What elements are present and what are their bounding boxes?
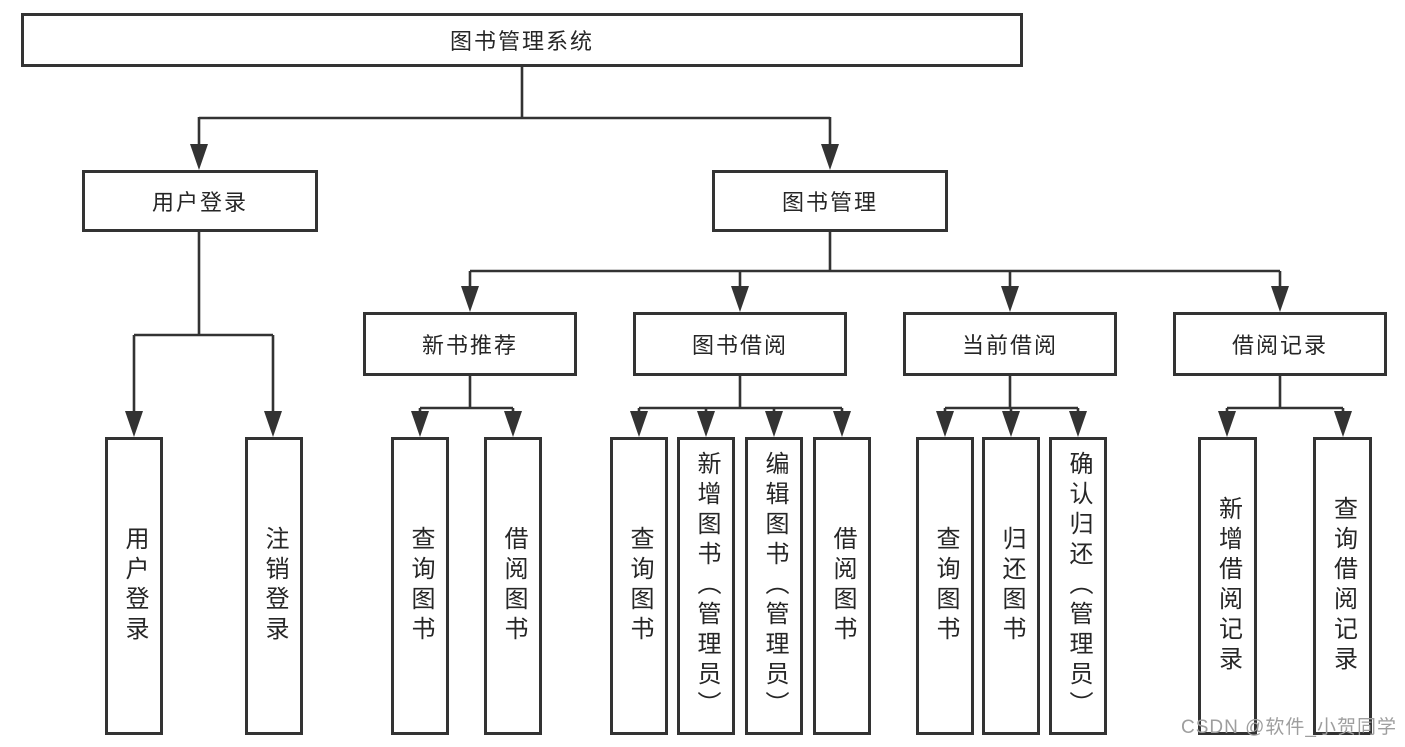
leaf-label: 确认归还（管理员） (1065, 451, 1092, 721)
leaf-borrow-books: 借阅图书 (813, 437, 871, 735)
leaf-label: 新增图书（管理员） (693, 451, 720, 721)
arrowheads (125, 144, 1352, 437)
node-book-management: 图书管理 (712, 170, 948, 232)
node-current-borrowing: 当前借阅 (903, 312, 1117, 376)
leaf-label: 借阅图书 (829, 526, 856, 646)
node-label: 图书管理系统 (449, 29, 594, 54)
leaf-label: 查询图书 (932, 526, 959, 646)
node-borrowing-records: 借阅记录 (1173, 312, 1387, 376)
leaf-confirm-return-admin: 确认归还（管理员） (1049, 437, 1107, 735)
leaf-query-books-current: 查询图书 (916, 437, 974, 735)
node-book-borrowing: 图书借阅 (633, 312, 847, 376)
leaf-label: 查询图书 (407, 526, 434, 646)
leaf-label: 归还图书 (998, 526, 1025, 646)
leaf-add-books-admin: 新增图书（管理员） (677, 437, 735, 735)
leaf-edit-books-admin: 编辑图书（管理员） (745, 437, 803, 735)
leaf-label: 查询图书 (626, 526, 653, 646)
leaf-query-books-borrow: 查询图书 (610, 437, 668, 735)
leaf-add-borrow-record: 新增借阅记录 (1198, 437, 1257, 735)
node-label: 新书推荐 (421, 333, 518, 358)
node-new-book-recommendation: 新书推荐 (363, 312, 577, 376)
node-label: 用户登录 (151, 190, 248, 215)
leaf-return-books: 归还图书 (982, 437, 1040, 735)
node-library-management-system: 图书管理系统 (21, 13, 1023, 67)
leaf-label: 借阅图书 (500, 526, 527, 646)
leaf-label: 查询借阅记录 (1329, 496, 1357, 676)
leaf-logout: 注销登录 (245, 437, 303, 735)
node-label: 图书管理 (781, 190, 878, 215)
leaf-user-login: 用户登录 (105, 437, 163, 735)
leaf-label: 用户登录 (121, 526, 148, 646)
leaf-borrow-books-recommend: 借阅图书 (484, 437, 542, 735)
node-user-login: 用户登录 (82, 170, 318, 232)
node-label: 当前借阅 (961, 333, 1058, 358)
leaf-label: 注销登录 (261, 526, 288, 646)
leaf-query-borrow-record: 查询借阅记录 (1313, 437, 1372, 735)
csdn-watermark: CSDN @软件_小贺同学 (1181, 717, 1397, 738)
leaf-label: 新增借阅记录 (1214, 496, 1242, 676)
leaf-query-books-recommend: 查询图书 (391, 437, 449, 735)
node-label: 借阅记录 (1231, 333, 1328, 358)
leaf-label: 编辑图书（管理员） (761, 451, 788, 721)
node-label: 图书借阅 (691, 333, 788, 358)
